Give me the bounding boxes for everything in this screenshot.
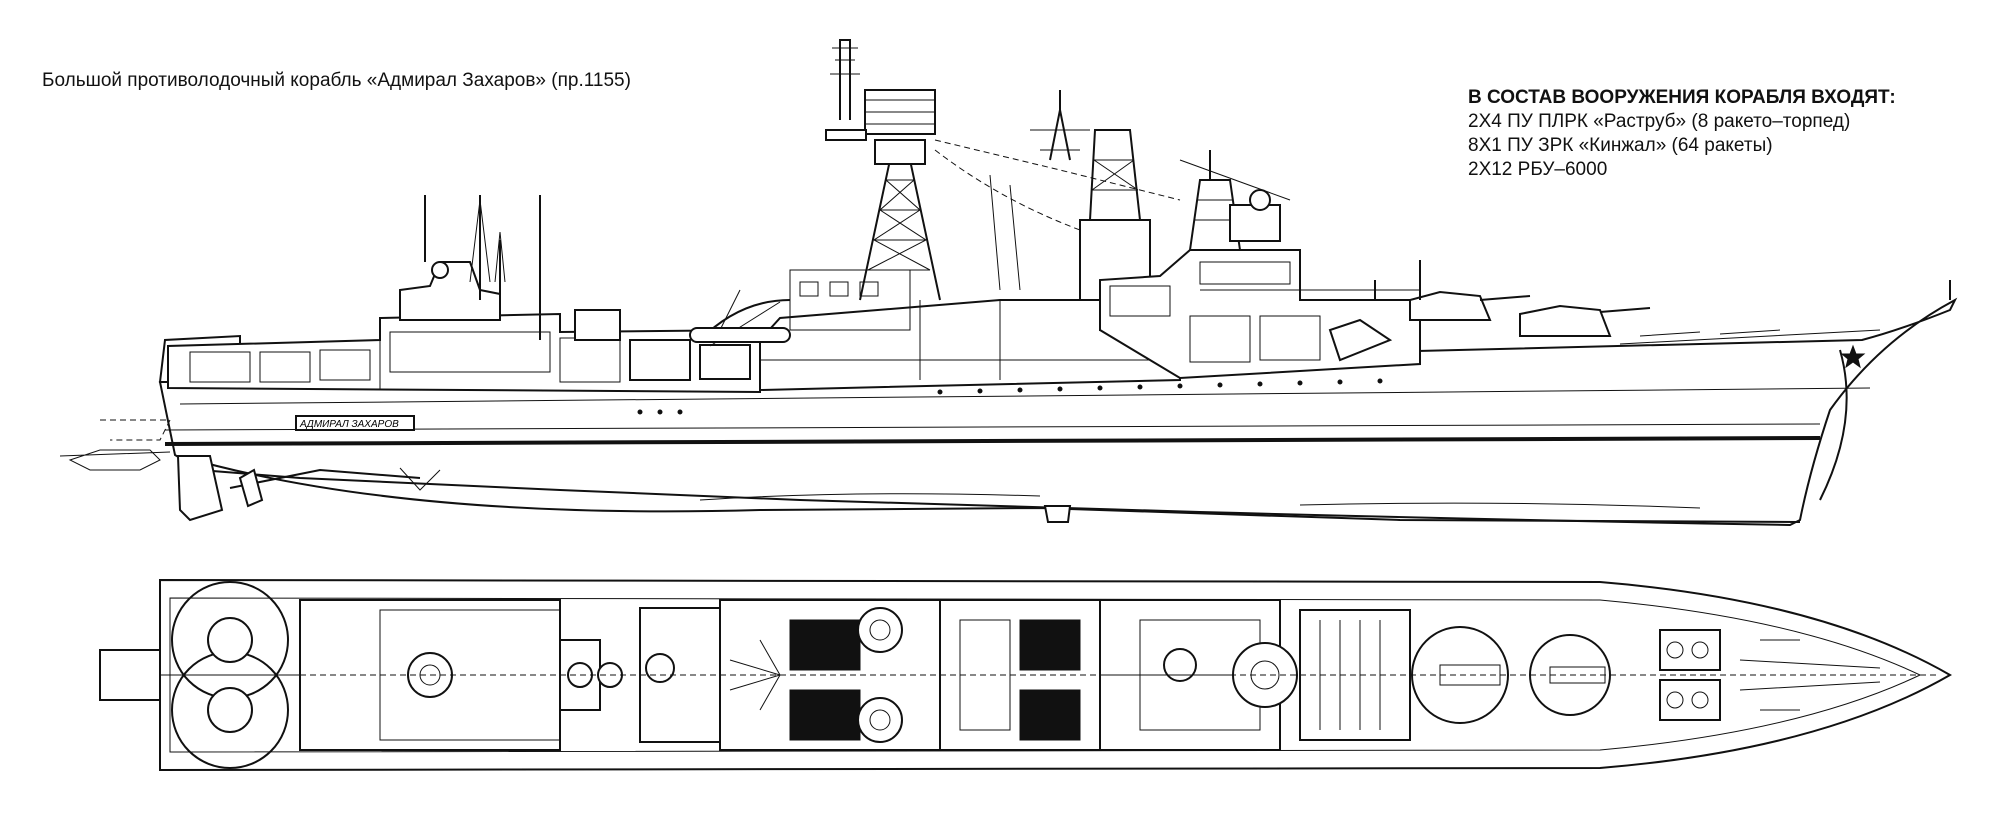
- fore-gun-turret-b: [1519, 304, 1612, 337]
- helicopter-icon: [59, 449, 171, 471]
- main-mast: [1030, 90, 1151, 301]
- funnel-uptake-c: [1019, 619, 1081, 671]
- hull-nameplate: [295, 415, 415, 431]
- funnel-uptake-b: [789, 689, 861, 741]
- armament-item-rbu: 2Х12 РБУ–6000: [1468, 159, 1608, 180]
- fore-lattice-mast: [825, 39, 941, 301]
- sonar-dome: [1043, 505, 1072, 523]
- armament-heading: В СОСТАВ ВООРУЖЕНИЯ КОРАБЛЯ ВХОДЯТ:: [1468, 87, 1896, 108]
- hull-nameplate-text: АДМИРАЛ ЗАХАРОВ: [299, 419, 399, 430]
- fore-gun-turret-a: [1409, 290, 1492, 321]
- funnel-uptake-a: [789, 619, 861, 671]
- propeller-shaft: [229, 468, 421, 489]
- funnel-uptake-d: [1019, 689, 1081, 741]
- stern-quarterdeck: [99, 649, 161, 701]
- rudder: [176, 455, 224, 522]
- armament-item-asw-missiles: 2Х4 ПУ ПЛРК «Раструб» (8 ракето–торпед): [1468, 111, 1851, 132]
- rigging: [934, 139, 1181, 231]
- aft-mast-block: [399, 261, 501, 321]
- armament-list: В СОСТАВ ВООРУЖЕНИЯ КОРАБЛЯ ВХОДЯТ: 2Х4 …: [1468, 86, 1896, 182]
- asw-launcher-a: [1659, 629, 1721, 671]
- page-title: Большой противолодочный корабль «Адмирал…: [42, 70, 631, 91]
- armament-item-sam: 8Х1 ПУ ЗРК «Кинжал» (64 ракеты): [1468, 135, 1773, 156]
- side-profile: АДМИРАЛ ЗАХАРОВ: [59, 39, 1958, 527]
- waterline: [164, 436, 1821, 446]
- hull-side: [158, 297, 1958, 527]
- plan-view: [99, 578, 1953, 772]
- portholes: [637, 378, 1383, 415]
- star-icon: [1840, 344, 1866, 369]
- asw-launcher-b: [1659, 679, 1721, 721]
